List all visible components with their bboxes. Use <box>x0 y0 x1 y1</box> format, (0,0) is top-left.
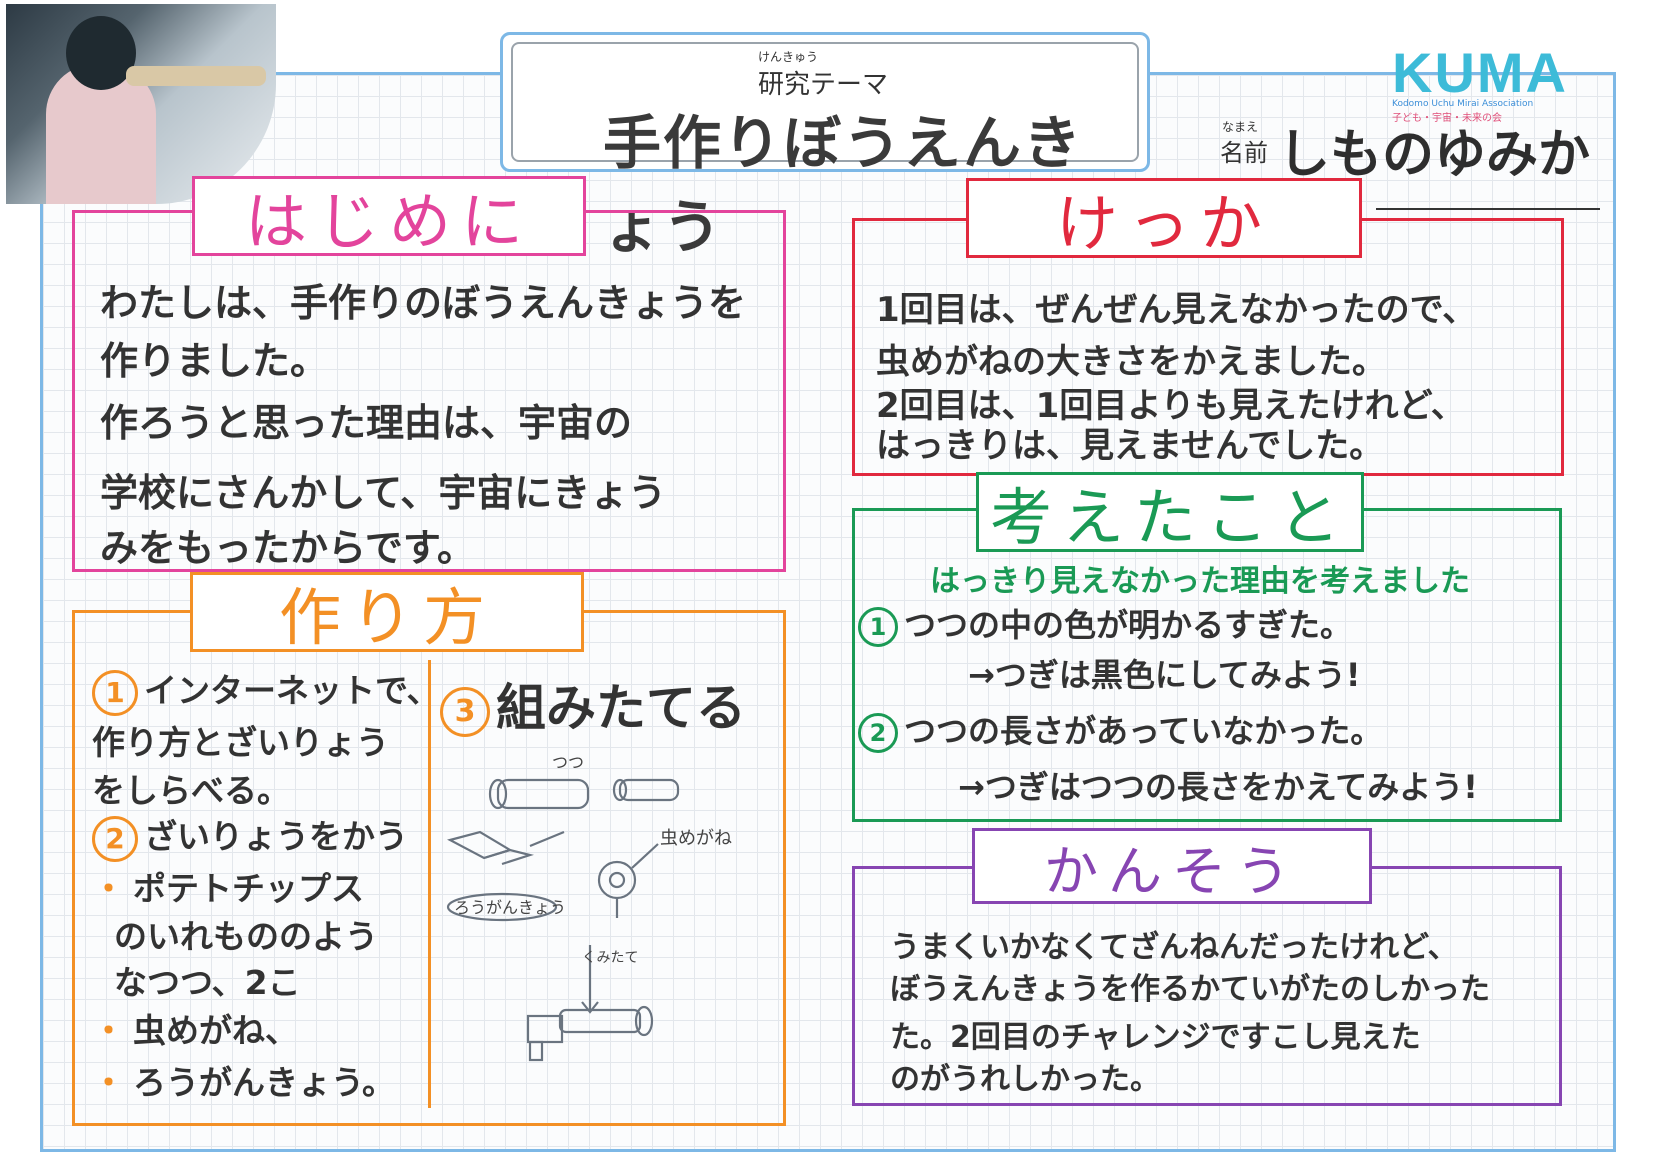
assembled-stand <box>528 1040 544 1062</box>
name-value: しものゆみか <box>1278 125 1591 185</box>
item-2-text: 虫めがね、 <box>133 1011 298 1050</box>
kangaeta-title: 考えたこと <box>976 472 1364 554</box>
assembled-tube-end <box>634 1005 654 1037</box>
name-ruby: なまえ <box>1222 120 1259 134</box>
logo-subtitle: Kodomo Uchu Mirai Association <box>1392 99 1534 109</box>
assembled-eyepiece <box>526 1014 564 1044</box>
step1-number: 1 <box>92 669 138 716</box>
bullet: ・ <box>92 1011 125 1050</box>
magnifier-ring <box>597 860 637 900</box>
hajimeni-line-4: 学校にさんかして、宇宙にきょう <box>100 471 667 515</box>
theme-title-inner: けんきゅう 研究テーマ 手作りぼうえんきょう <box>511 42 1139 261</box>
label-rougankyou: ろうがんきょう <box>454 898 566 917</box>
theme-title: 手作りぼうえんきょう <box>603 109 1084 261</box>
tube-1 <box>496 778 590 810</box>
step1-line-3: をしらべる。 <box>92 771 290 810</box>
rougankyou-label-bubble <box>446 892 558 922</box>
hajimeni-line-3: 作ろうと思った理由は、宇宙の <box>100 401 633 445</box>
step3-text: 組みたてる <box>496 679 746 737</box>
kangaeta-point-1-number: 1 <box>858 607 898 647</box>
hajimeni-line-2: 作りました。 <box>100 339 329 383</box>
glasses-lens-1 <box>447 830 513 860</box>
tsukurikata-divider <box>428 660 431 1108</box>
kangaeta-point-2-text: つつの長さがあっていなかった。 <box>904 712 1383 750</box>
photo-telescope <box>126 66 266 86</box>
kangaeta-point-2-number: 2 <box>858 713 898 753</box>
kangaeta-point-2-next: →つぎはつつの長さをかえてみよう! <box>958 768 1478 806</box>
item-1-cont-2: なつつ、2こ <box>114 963 301 1002</box>
hajimeni-title: はじめに <box>192 176 586 258</box>
assembled-tube <box>558 1008 642 1034</box>
kansou-title: かんそう <box>972 828 1372 904</box>
kansou-body: うまくいかなくてざんねんだったけれど、 ぼうえんきょうを作るかていがたのしかった… <box>890 920 1554 1100</box>
kekka-line-4: はっきりは、見えませんでした。 <box>876 426 1384 466</box>
name-label: 名前 <box>1220 139 1268 167</box>
glasses-lens-2 <box>483 848 535 866</box>
label-kumitate: くみたて <box>582 950 639 966</box>
tube-2 <box>618 778 680 802</box>
kansou-line-2: ぼうえんきょうを作るかていがたのしかった <box>890 972 1490 1007</box>
hajimeni-line-1: わたしは、手作りのぼうえんきょうを <box>100 281 747 325</box>
kekka-line-2: 虫めがねの大きさをかえました。 <box>876 342 1386 382</box>
tube-2-end <box>612 778 628 802</box>
assembly-arrowhead <box>581 1001 599 1014</box>
step3-number: 3 <box>440 686 490 737</box>
label-tsutsu: つつ <box>552 753 584 772</box>
kangaeta-point-1-text: つつの中の色が明かるすぎた。 <box>904 606 1353 644</box>
hajimeni-body: わたしは、手作りのぼうえんきょうを 作りました。 作ろうと思った理由は、宇宙の … <box>100 262 780 572</box>
kekka-title: けっか <box>966 178 1362 260</box>
item-3-text: ろうがんきょう。 <box>133 1063 396 1102</box>
item-1-text: ポテトチップス <box>133 869 364 908</box>
step2-number: 2 <box>92 815 138 862</box>
tube-1-end <box>488 778 508 810</box>
bullet: ・ <box>92 1063 125 1102</box>
name-underline <box>1376 208 1600 210</box>
logo-subtitle-jp: 子ども・宇宙・未来の会 <box>1392 113 1502 124</box>
kansou-line-4: のがうれしかった。 <box>890 1062 1160 1097</box>
magnifier-lens <box>608 871 626 889</box>
theme-label: 研究テーマ <box>758 70 889 100</box>
kangaeta-subtitle: はっきり見えなかった理由を考えました <box>930 564 1470 599</box>
assembly-diagram: つつ 虫めがね ろうがんきょう くみたて <box>446 753 732 1062</box>
kuma-logo: KUMA Kodomo Uchu Mirai Association 子ども・宇… <box>1392 40 1582 124</box>
kekka-body: 1回目は、ぜんぜん見えなかったので、 虫めがねの大きさをかえました。 2回目は、… <box>876 278 1556 474</box>
kekka-line-3: 2回目は、1回目よりも見えたけれど、 <box>876 386 1465 426</box>
child-photo <box>6 4 276 204</box>
kekka-line-1: 1回目は、ぜんぜん見えなかったので、 <box>876 290 1477 330</box>
label-mushimegane: 虫めがね <box>660 828 732 849</box>
tsukurikata-title: 作り方 <box>190 572 584 654</box>
kangaeta-point-1-next: →つぎは黒色にしてみよう! <box>968 656 1361 694</box>
theme-title-box: けんきゅう 研究テーマ 手作りぼうえんきょう <box>500 32 1150 261</box>
magnifier-pointer <box>631 843 659 869</box>
step2-text: ざいりょうをかう <box>144 817 408 856</box>
photo-head <box>66 16 136 90</box>
kansou-line-3: た。2回目のチャレンジですこし見えた <box>890 1020 1421 1055</box>
bullet: ・ <box>92 869 125 908</box>
hajimeni-line-5: みをもったからです。 <box>100 526 476 570</box>
kansou-line-1: うまくいかなくてざんねんだったけれど、 <box>890 930 1458 965</box>
logo-text: KUMA <box>1392 41 1568 104</box>
glasses-arm <box>529 830 565 848</box>
item-1-cont-1: のいれもののよう <box>114 917 378 956</box>
item-3: ・ろうがんきょう。 <box>92 1056 395 1104</box>
item-2: ・虫めがね、 <box>92 1004 298 1052</box>
step1-text-1: インターネットで、 <box>144 671 440 710</box>
step1-line-2: 作り方とざいりょう <box>92 723 389 762</box>
theme-ruby: けんきゅう <box>758 50 819 64</box>
item-1: ・ポテトチップス <box>92 862 364 910</box>
